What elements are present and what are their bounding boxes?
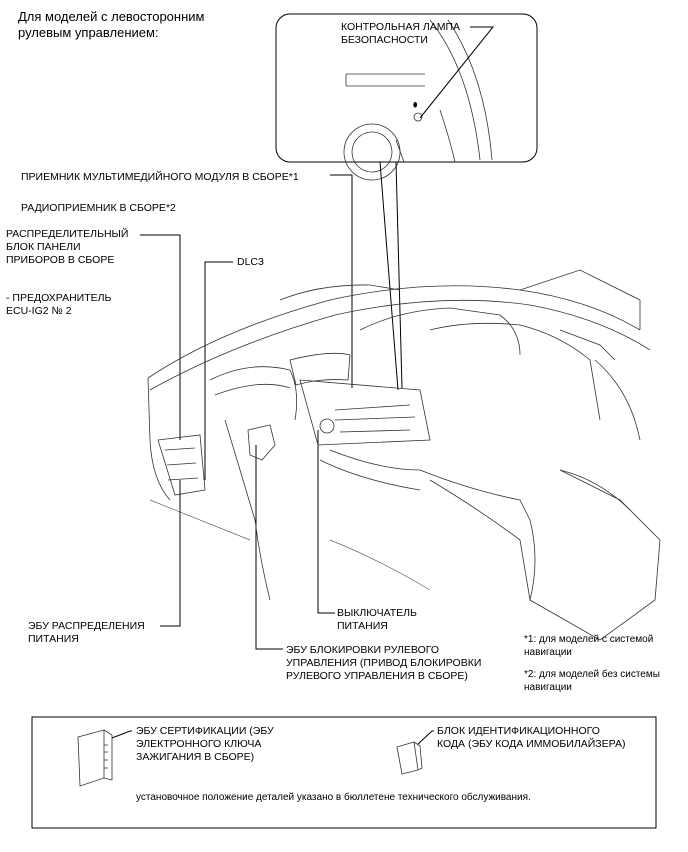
page-heading: Для моделей с левосторонним рулевым упра… — [18, 9, 205, 40]
label-power-ecu: ЭБУ РАСПРЕДЕЛЕНИЯ ПИТАНИЯ — [28, 620, 145, 645]
legend-frame — [31, 716, 657, 829]
legend-certification-ecu: ЭБУ СЕРТИФИКАЦИИ (ЭБУ ЭЛЕКТРОННОГО КЛЮЧА… — [136, 725, 274, 763]
leader-security-lamp — [419, 26, 495, 119]
leader-power-switch — [317, 430, 335, 614]
id-code-box-icon — [396, 741, 423, 775]
svg-text:⬮: ⬮ — [413, 101, 418, 109]
leader-multimedia — [330, 174, 353, 388]
label-multimedia: ПРИЕМНИК МУЛЬТИМЕДИЙНОГО МОДУЛЯ В СБОРЕ*… — [21, 171, 299, 183]
label-steering-lock: ЭБУ БЛОКИРОВКИ РУЛЕВОГО УПРАВЛЕНИЯ (ПРИВ… — [286, 644, 482, 682]
label-junction-block: РАСПРЕДЕЛИТЕЛЬНЫЙ БЛОК ПАНЕЛИ ПРИБОРОВ В… — [6, 228, 129, 266]
label-radio: РАДИОПРИЕМНИК В СБОРЕ*2 — [21, 202, 176, 214]
label-security-lamp: КОНТРОЛЬНАЯ ЛАМПА БЕЗОПАСНОСТИ — [341, 21, 461, 46]
dashboard-outline — [147, 269, 661, 641]
leader-inset — [379, 161, 403, 391]
certification-ecu-icon — [77, 729, 113, 787]
footnote-2: *2: для моделей без системы навигации — [524, 669, 660, 693]
legend-note: установочное положение деталей указано в… — [136, 792, 531, 803]
label-fuse: - ПРЕДОХРАНИТЕЛЬ ECU-IG2 № 2 — [6, 292, 112, 317]
legend-id-code-box: БЛОК ИДЕНТИФИКАЦИОННОГО КОДА (ЭБУ КОДА И… — [437, 725, 626, 750]
inset-detail: ⬮ — [343, 19, 493, 181]
leader-dlc3 — [204, 261, 233, 480]
leader-junction — [140, 234, 181, 440]
leader-power-ecu — [160, 480, 181, 627]
label-power-switch: ВЫКЛЮЧАТЕЛЬ ПИТАНИЯ — [337, 607, 417, 632]
inset-frame — [275, 13, 538, 163]
label-dlc3: DLC3 — [237, 256, 264, 268]
footnote-1: *1: для моделей с системой навигации — [524, 634, 654, 658]
leader-steering — [255, 445, 283, 650]
